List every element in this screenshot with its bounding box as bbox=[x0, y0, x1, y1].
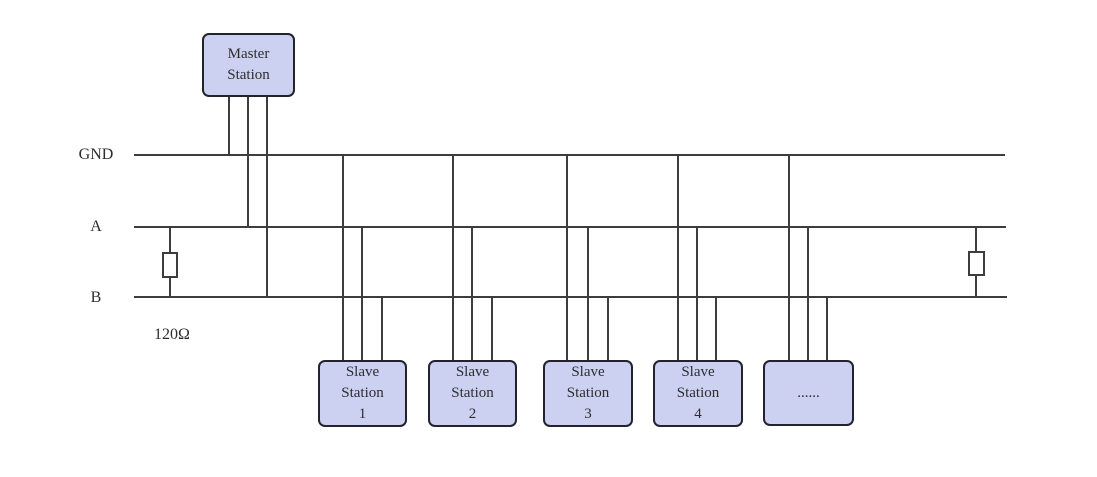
a-bus-label: A bbox=[90, 218, 102, 235]
slave-station-3-label-line3: 3 bbox=[584, 406, 592, 422]
slave-station-3-label-line1: Slave bbox=[571, 364, 605, 380]
master-station-label-line1: Master bbox=[227, 46, 270, 62]
master-b-wire bbox=[266, 95, 268, 297]
master-station-box: Master Station bbox=[202, 33, 295, 97]
master-a-wire bbox=[247, 95, 249, 227]
slave4-b-wire bbox=[715, 297, 717, 360]
slave-station-2-label-line1: Slave bbox=[455, 364, 490, 380]
ellipsis-a-wire bbox=[807, 227, 809, 360]
master-gnd-wire bbox=[228, 95, 230, 155]
slave3-a-wire bbox=[587, 227, 589, 360]
slave-station-1-label-line2: Station bbox=[341, 385, 384, 401]
slave-station-3-label-line2: Station bbox=[566, 385, 610, 401]
slave-station-2-label-line2: Station bbox=[451, 385, 494, 401]
slave-station-1-label-line3: 1 bbox=[358, 406, 367, 422]
slave4-a-wire bbox=[696, 227, 698, 360]
slave-station-4-label-line2: Station bbox=[676, 385, 720, 401]
slave3-gnd-wire bbox=[566, 155, 568, 360]
a-bus-line bbox=[134, 226, 1006, 228]
slave2-a-wire bbox=[471, 227, 473, 360]
gnd-bus-label: GND bbox=[78, 146, 114, 163]
ellipsis-station-box: ...... bbox=[763, 360, 854, 426]
b-bus-line bbox=[134, 296, 1007, 298]
slave1-gnd-wire bbox=[342, 155, 344, 360]
ellipsis-station-label: ...... bbox=[797, 384, 820, 401]
slave-station-1-label-line1: Slave bbox=[345, 364, 380, 380]
termination-resistance-label: 120Ω bbox=[154, 326, 190, 343]
ellipsis-b-wire bbox=[826, 297, 828, 360]
slave4-gnd-wire bbox=[677, 155, 679, 360]
slave2-b-wire bbox=[491, 297, 493, 360]
slave2-gnd-wire bbox=[452, 155, 454, 360]
slave3-b-wire bbox=[607, 297, 609, 360]
right-termination-resistor bbox=[968, 251, 985, 276]
slave-station-4-label-line3: 4 bbox=[694, 406, 702, 422]
gnd-bus-line bbox=[134, 154, 1005, 156]
slave-station-4-label-line1: Slave bbox=[681, 364, 715, 380]
ellipsis-gnd-wire bbox=[788, 155, 790, 360]
slave-station-4-box: Slave Station 4 bbox=[653, 360, 743, 427]
slave-station-2-label-line3: 2 bbox=[468, 406, 477, 422]
slave-station-2-box: Slave Station 2 bbox=[428, 360, 517, 427]
left-termination-resistor bbox=[162, 252, 178, 278]
slave1-a-wire bbox=[361, 227, 363, 360]
slave1-b-wire bbox=[381, 297, 383, 360]
slave-station-1-box: Slave Station 1 bbox=[318, 360, 407, 427]
master-station-label-line2: Station bbox=[227, 67, 270, 83]
slave-station-3-box: Slave Station 3 bbox=[543, 360, 633, 427]
b-bus-label: B bbox=[90, 289, 102, 306]
